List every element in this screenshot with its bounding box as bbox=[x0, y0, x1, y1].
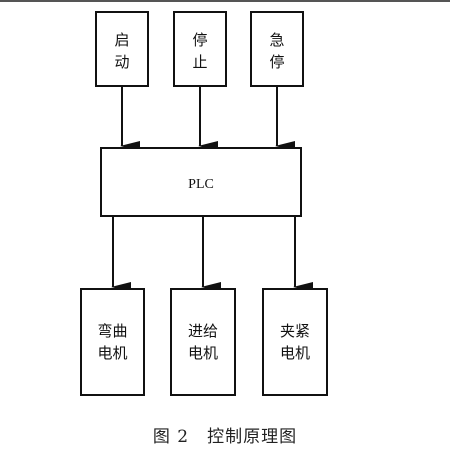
output-bend-motor-line-2: 电机 bbox=[97, 344, 127, 362]
input-stop-line-2: 止 bbox=[192, 53, 207, 71]
output-clamp-motor-line-2: 电机 bbox=[280, 344, 310, 362]
figure-caption: 图 2 控制原理图 bbox=[0, 422, 450, 447]
output-box-bend-motor: 弯曲 电机 bbox=[80, 288, 145, 396]
input-box-estop: 急 停 bbox=[250, 11, 304, 87]
input-estop-line-2: 停 bbox=[269, 53, 284, 71]
caption-title: 控制原理图 bbox=[207, 427, 298, 447]
input-start-line-2: 动 bbox=[114, 53, 129, 71]
output-clamp-motor-line-1: 夹紧 bbox=[280, 322, 310, 340]
input-box-start: 启 动 bbox=[95, 11, 149, 87]
plc-box: PLC bbox=[100, 147, 302, 217]
input-start-line-1: 启 bbox=[114, 31, 129, 49]
output-feed-motor-line-1: 进给 bbox=[188, 322, 218, 340]
output-box-feed-motor: 进给 电机 bbox=[170, 288, 236, 396]
output-box-clamp-motor: 夹紧 电机 bbox=[262, 288, 328, 396]
output-bend-motor-line-1: 弯曲 bbox=[97, 322, 127, 340]
top-rule bbox=[0, 0, 450, 2]
input-stop-line-1: 停 bbox=[192, 31, 207, 49]
plc-label: PLC bbox=[188, 177, 214, 192]
input-estop-line-1: 急 bbox=[269, 31, 284, 49]
output-feed-motor-line-2: 电机 bbox=[188, 344, 218, 362]
input-box-stop: 停 止 bbox=[173, 11, 227, 87]
caption-number: 图 2 bbox=[152, 427, 190, 447]
